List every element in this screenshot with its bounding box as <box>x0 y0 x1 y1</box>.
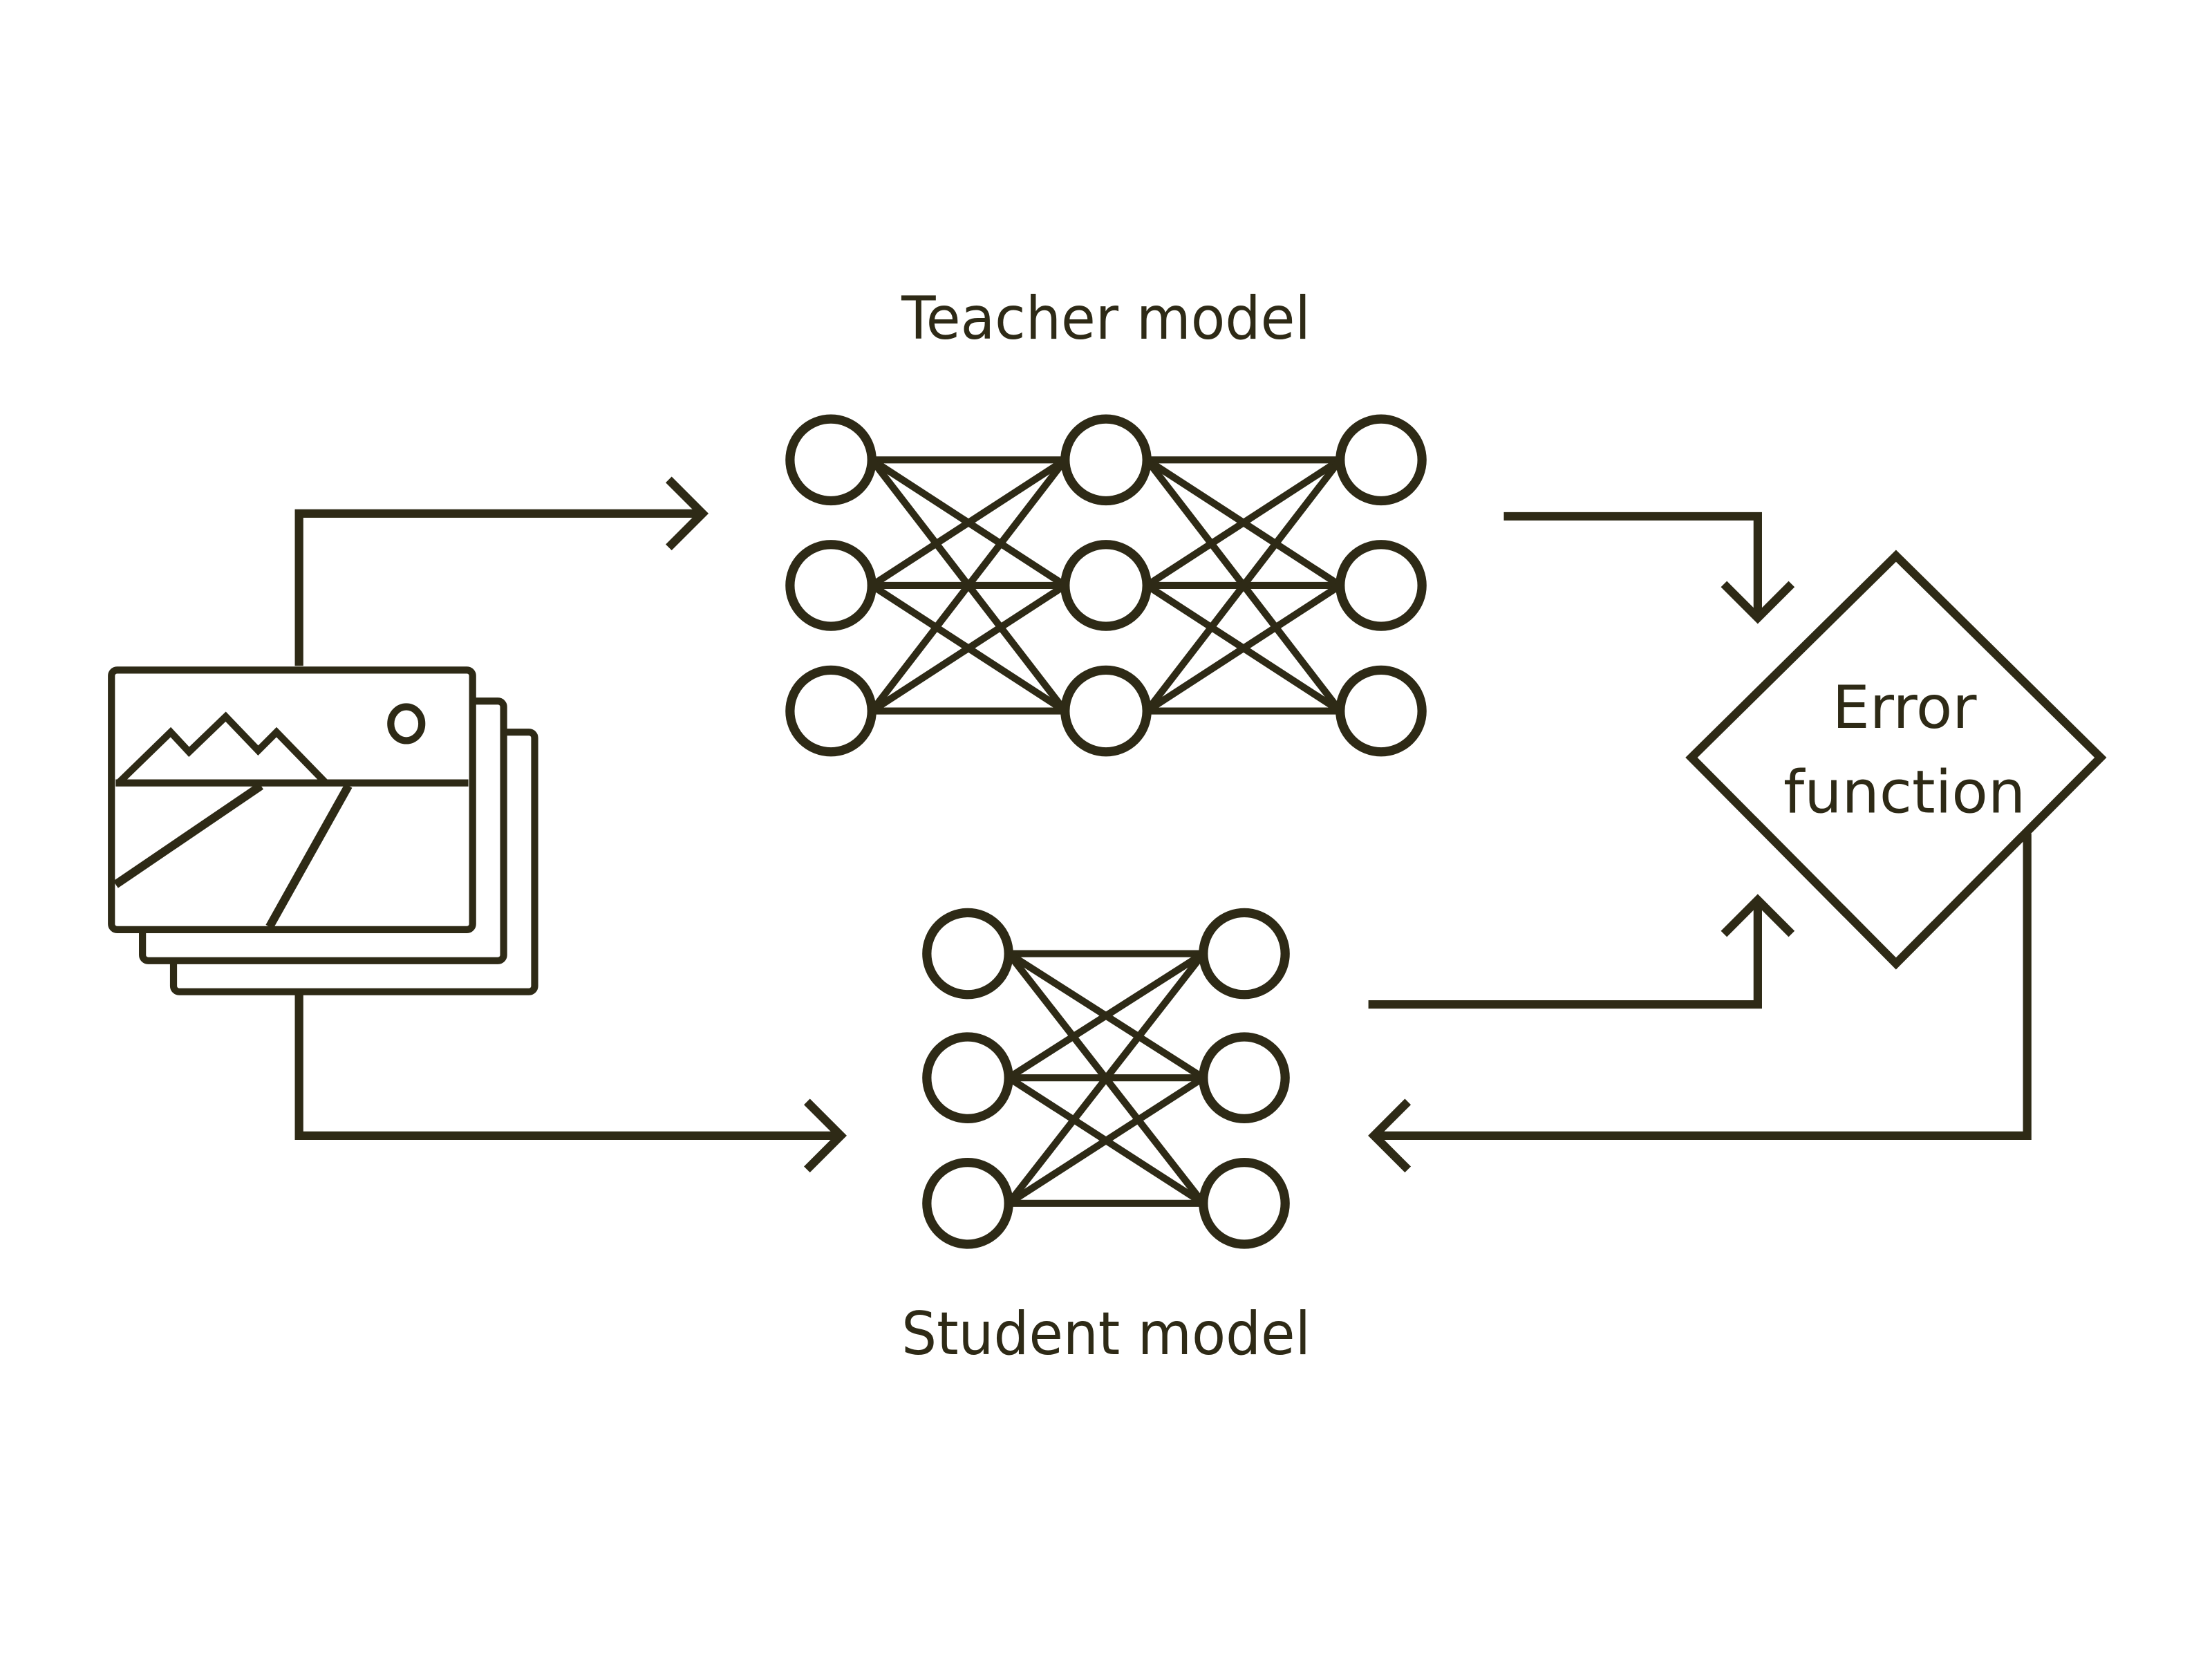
teacher-neuron <box>1335 665 1427 757</box>
teacher-neuron <box>785 665 877 757</box>
teacher-neuron <box>785 540 877 631</box>
student-connection <box>1006 950 1206 1081</box>
image-stack-icon <box>108 666 538 995</box>
student-connection <box>1006 951 1206 1206</box>
student-neuron <box>1199 1032 1290 1123</box>
teacher-neuron <box>1335 540 1427 631</box>
error-function-label-line2: function <box>1783 758 2025 827</box>
teacher-neuron <box>1060 414 1152 506</box>
teacher-connection <box>1144 458 1343 713</box>
teacher-neuron <box>1060 665 1152 757</box>
student-network <box>922 908 1290 1249</box>
student-neuron <box>922 1032 1013 1123</box>
arrow-student-to-error <box>1368 894 1795 1009</box>
arrow-input-to-student <box>294 994 847 1173</box>
teacher-connection <box>1145 457 1342 589</box>
student-neuron <box>922 1158 1013 1249</box>
error-function-label-line1: Error <box>1833 673 1978 742</box>
teacher-model-label: Teacher model <box>901 284 1311 353</box>
teacher-neuron <box>1060 540 1152 631</box>
student-neuron <box>1199 1158 1290 1249</box>
teacher-connection <box>1145 582 1342 714</box>
student-connection <box>1006 1074 1206 1207</box>
student-model-label: Student model <box>901 1300 1311 1369</box>
teacher-neuron <box>1335 414 1427 506</box>
arrow-teacher-to-error <box>1503 512 1795 624</box>
student-neuron <box>1199 908 1290 1000</box>
teacher-neuron <box>785 414 877 506</box>
teacher-connection <box>870 457 1067 589</box>
teacher-connection <box>869 458 1068 713</box>
arrow-error-to-student <box>1368 834 2032 1173</box>
error-function-node: Error function <box>1685 550 2107 970</box>
arrow-input-to-teacher <box>294 476 709 666</box>
student-neuron <box>922 908 1013 1000</box>
teacher-network <box>785 414 1427 757</box>
teacher-connection <box>870 582 1067 714</box>
